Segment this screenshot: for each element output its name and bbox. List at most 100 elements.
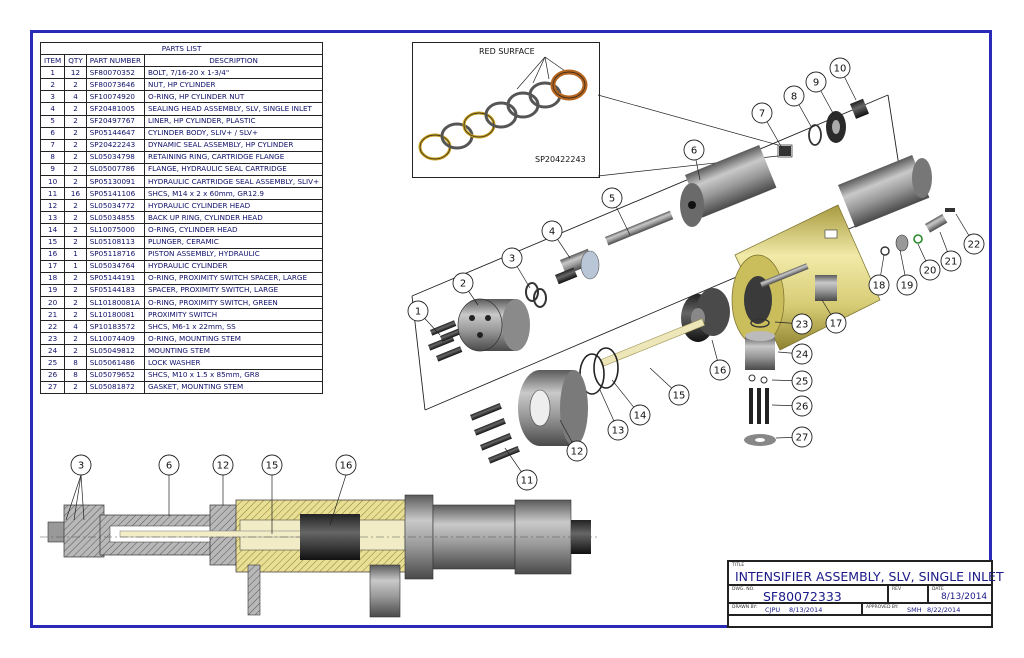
dwg-no-cell: DWG. NO. SF80072333 bbox=[728, 585, 888, 604]
balloon-label: 27 bbox=[796, 433, 809, 444]
table-cell: GASKET, MOUNTING STEM bbox=[143, 380, 324, 394]
balloon-label: 24 bbox=[796, 350, 809, 361]
balloon-label: 7 bbox=[759, 109, 765, 120]
drawing-number: SF80072333 bbox=[763, 589, 842, 604]
drawn-date: 8/13/2014 bbox=[789, 606, 823, 614]
approved-label: APPROVED BY: bbox=[866, 605, 899, 610]
rev-label: REV bbox=[892, 587, 902, 592]
balloon-16: 16 bbox=[709, 339, 731, 381]
balloon-4: 4 bbox=[541, 220, 571, 259]
table-cell: 4 bbox=[64, 320, 87, 334]
section-balloon-label: 12 bbox=[217, 461, 230, 472]
section-balloon-15: 15 bbox=[261, 454, 283, 534]
balloon-label: 16 bbox=[714, 366, 727, 377]
balloon-label: 26 bbox=[796, 402, 809, 413]
balloon-label: 17 bbox=[830, 319, 843, 330]
balloon-label: 21 bbox=[945, 257, 958, 268]
section-balloon-6: 6 bbox=[158, 454, 180, 516]
balloon-label: 19 bbox=[901, 281, 914, 292]
balloon-10: 10 bbox=[829, 57, 857, 101]
section-balloon-label: 3 bbox=[78, 461, 84, 472]
balloon-label: 1 bbox=[415, 307, 421, 318]
rev-cell: REV bbox=[888, 585, 928, 603]
balloon-22: 22 bbox=[955, 213, 985, 255]
balloon-12: 12 bbox=[559, 419, 588, 462]
balloon-24: 24 bbox=[777, 343, 813, 365]
balloon-label: 3 bbox=[509, 254, 515, 265]
balloon-20: 20 bbox=[917, 243, 941, 281]
balloon-label: 12 bbox=[571, 447, 584, 458]
table-cell: 2 bbox=[64, 308, 87, 322]
balloon-15: 15 bbox=[649, 367, 690, 406]
section-balloon-label: 6 bbox=[166, 461, 172, 472]
section-balloon-3: 3 bbox=[65, 454, 92, 521]
approved-by: SMH bbox=[907, 606, 922, 614]
balloon-label: 14 bbox=[634, 411, 647, 422]
balloon-label: 18 bbox=[873, 281, 886, 292]
table-cell: 2 bbox=[64, 211, 87, 225]
table-cell: SL05081872 bbox=[85, 380, 145, 394]
balloon-9: 9 bbox=[805, 71, 835, 116]
balloon-label: 11 bbox=[521, 476, 534, 487]
balloon-25: 25 bbox=[771, 370, 813, 392]
balloon-11: 11 bbox=[504, 447, 538, 491]
balloon-26: 26 bbox=[771, 395, 813, 417]
red-surface-label: RED SURFACE bbox=[479, 47, 535, 56]
balloon-label: 15 bbox=[673, 391, 686, 402]
title-block: TITLE INTENSIFIER ASSEMBLY, SLV, SINGLE … bbox=[727, 560, 1004, 628]
title-cell: TITLE INTENSIFIER ASSEMBLY, SLV, SINGLE … bbox=[728, 561, 1004, 585]
balloon-17: 17 bbox=[821, 299, 847, 334]
section-balloon-label: 15 bbox=[266, 461, 279, 472]
drawing-title: INTENSIFIER ASSEMBLY, SLV, SINGLE INLET bbox=[735, 569, 1004, 584]
dwg-no-label: DWG. NO. bbox=[732, 587, 755, 592]
balloon-label: 22 bbox=[968, 240, 981, 251]
balloon-label: 23 bbox=[796, 320, 809, 331]
balloon-1: 1 bbox=[407, 300, 441, 336]
balloon-label: 2 bbox=[460, 279, 466, 290]
balloon-label: 25 bbox=[796, 377, 809, 388]
balloon-label: 6 bbox=[691, 146, 697, 157]
balloon-3: 3 bbox=[501, 247, 531, 289]
balloon-6: 6 bbox=[683, 139, 705, 181]
drawing-border bbox=[30, 30, 992, 628]
title-block-footer bbox=[728, 615, 992, 627]
table-cell: 2 bbox=[64, 380, 87, 394]
balloon-18: 18 bbox=[868, 254, 890, 296]
approved-cell: APPROVED BY: SMH 8/22/2014 bbox=[862, 603, 992, 615]
balloon-label: 9 bbox=[813, 78, 819, 89]
drawn-cell: DRAWN BY: CJPU 8/13/2014 bbox=[728, 603, 862, 615]
balloon-label: 20 bbox=[924, 266, 937, 277]
section-balloon-label: 16 bbox=[340, 461, 353, 472]
title-label: TITLE bbox=[732, 563, 745, 568]
drawn-label: DRAWN BY: bbox=[732, 605, 757, 610]
date-cell: DATE 8/13/2014 bbox=[928, 585, 992, 603]
balloon-5: 5 bbox=[601, 187, 631, 236]
balloon-8: 8 bbox=[783, 85, 813, 129]
balloon-2: 2 bbox=[452, 272, 479, 306]
balloon-7: 7 bbox=[751, 102, 783, 149]
balloon-23: 23 bbox=[774, 313, 813, 335]
balloon-27: 27 bbox=[775, 426, 813, 448]
balloon-label: 8 bbox=[791, 92, 797, 103]
balloon-label: 4 bbox=[549, 227, 555, 238]
balloon-13: 13 bbox=[599, 389, 629, 441]
drawing-date: 8/13/2014 bbox=[941, 592, 988, 602]
